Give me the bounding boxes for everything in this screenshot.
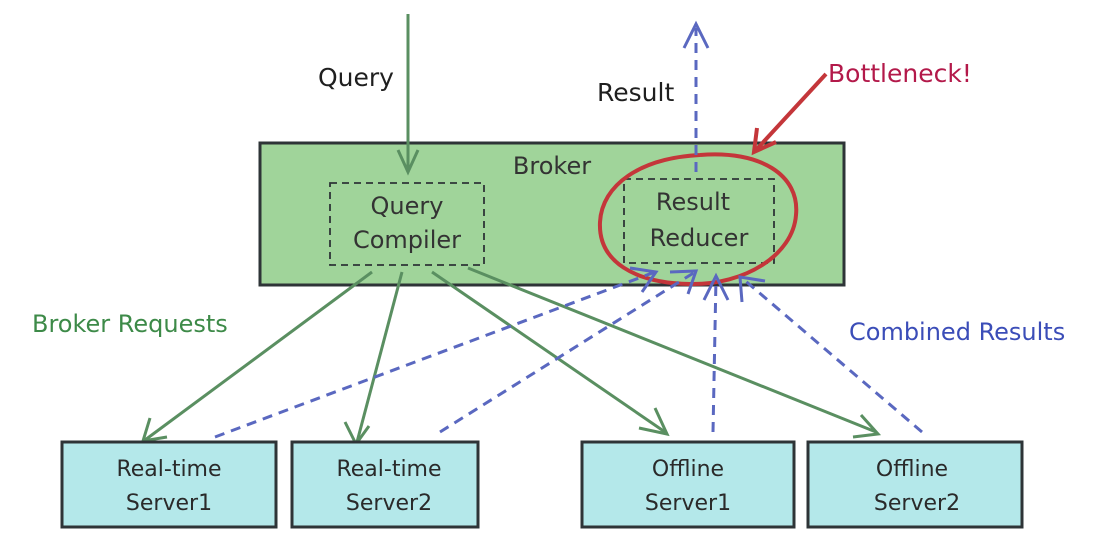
server-line2: Server2: [346, 491, 432, 516]
server-realtime-2: Real-time Server2: [290, 440, 480, 529]
broker-request-arrows: [140, 266, 882, 447]
server-offline-2: Offline Server2: [806, 440, 1024, 529]
request-arrow-off2: [467, 266, 877, 434]
query-compiler-line1: Query: [371, 192, 444, 220]
server-box: [60, 440, 278, 529]
result-arrow-off2-head: [738, 275, 766, 303]
request-arrow-off2-head: [852, 413, 882, 439]
server-box: [580, 440, 796, 529]
query-compiler-line2: Compiler: [353, 226, 461, 254]
server-line2: Server1: [645, 491, 731, 516]
query-arrow-head: [396, 149, 420, 176]
server-line1: Offline: [876, 457, 948, 482]
bottleneck-pointer-arrow: [754, 72, 828, 152]
result-arrow-off1: [711, 277, 718, 433]
server-line1: Real-time: [116, 457, 221, 482]
query-compiler-box: [329, 182, 485, 266]
result-arrow-rt1-head: [629, 266, 659, 293]
broker-requests-label: Broker Requests: [32, 310, 228, 338]
request-arrow-off1-head: [638, 407, 670, 437]
server-box: [290, 440, 480, 529]
server-realtime-1: Real-time Server1: [60, 440, 278, 529]
combined-results-label: Combined Results: [849, 318, 1065, 346]
server-line2: Server1: [126, 491, 212, 516]
bottleneck-label: Bottleneck!: [828, 59, 972, 88]
server-box: [806, 440, 1024, 529]
result-arrow-rt1: [214, 270, 656, 439]
result-arrow-head: [682, 20, 710, 49]
broker-box: [258, 141, 846, 287]
query-label: Query: [318, 63, 394, 92]
result-arrow-off1-head: [702, 272, 730, 301]
result-arrow-rt2: [439, 270, 696, 434]
result-reducer-line2: Reducer: [650, 224, 749, 252]
server-line1: Real-time: [336, 457, 441, 482]
bottleneck-pointer-head: [751, 127, 777, 156]
request-arrow-rt1: [144, 270, 373, 442]
server-offline-1: Offline Server1: [580, 440, 796, 529]
result-arrow-off2: [741, 276, 923, 434]
server-line2: Server2: [874, 491, 960, 516]
broker-title: Broker: [513, 152, 591, 180]
combined-result-arrows: [214, 266, 923, 439]
request-arrow-off1: [431, 270, 666, 434]
result-reducer-line1: Result: [656, 188, 730, 216]
server-line1: Offline: [652, 457, 724, 482]
result-arrow-rt2-head: [669, 269, 699, 295]
result-label: Result: [597, 78, 674, 107]
request-arrow-rt2: [355, 271, 404, 443]
result-reducer-box: [623, 178, 775, 264]
